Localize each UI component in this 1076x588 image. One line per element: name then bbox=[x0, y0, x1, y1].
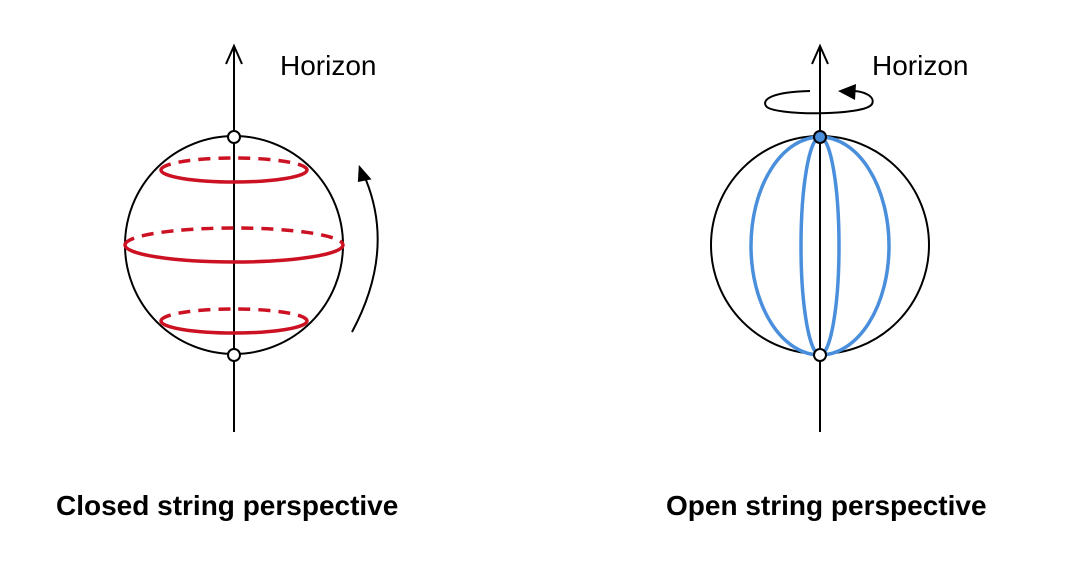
closed-string-bottom-front bbox=[159, 320, 309, 335]
right-horizon-label: Horizon bbox=[872, 50, 969, 81]
open-string-diagram bbox=[710, 43, 930, 432]
closed-string-bottom-back bbox=[159, 307, 309, 322]
rotation-arrow-icon bbox=[764, 89, 874, 115]
left-caption: Closed string perspective bbox=[56, 490, 399, 521]
rotation-arrowhead bbox=[357, 164, 372, 183]
left-north-pole bbox=[227, 130, 241, 144]
closed-string-top-front bbox=[159, 169, 309, 184]
rotation-arrow-icon bbox=[351, 179, 379, 333]
closed-string-middle-back bbox=[123, 226, 345, 246]
right-north-pole bbox=[813, 130, 827, 144]
right-caption: Open string perspective bbox=[666, 490, 987, 521]
left-south-pole bbox=[227, 348, 241, 362]
up-arrow-icon bbox=[811, 43, 829, 65]
closed-string-top-back bbox=[159, 156, 309, 171]
rotation-arrowhead bbox=[838, 84, 856, 100]
left-horizon-label: Horizon bbox=[280, 50, 377, 81]
closed-string-loops bbox=[123, 156, 345, 335]
closed-string-diagram bbox=[123, 43, 379, 432]
right-south-pole bbox=[813, 348, 827, 362]
closed-string-middle-front bbox=[123, 244, 345, 264]
up-arrow-icon bbox=[225, 43, 243, 65]
